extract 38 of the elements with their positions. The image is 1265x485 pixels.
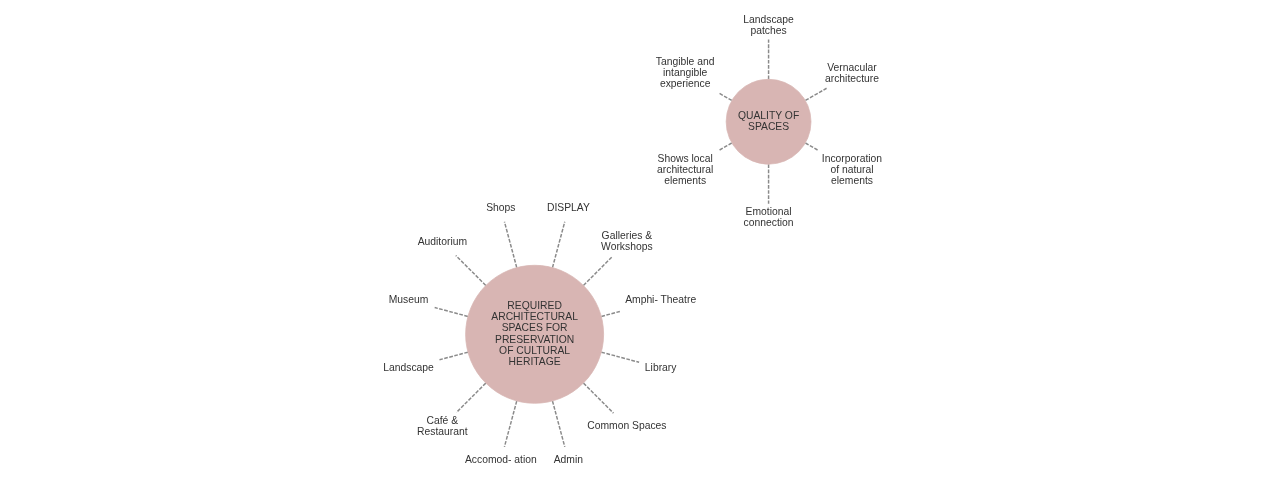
node-text: Amphi- Theatre [625, 294, 697, 306]
node-circle: QUALITY OF SPACES [725, 78, 812, 165]
node-text: Library [644, 361, 677, 373]
connector [804, 86, 829, 102]
node-text: Tangible and intangible experience [655, 56, 715, 90]
connector [455, 254, 487, 287]
node-text: DISPLAY [546, 201, 590, 213]
connector [551, 220, 566, 269]
node-text: Auditorium [417, 235, 468, 247]
connector [600, 310, 621, 318]
node-text: Shows local architectural elements [657, 152, 714, 186]
connector [767, 38, 770, 80]
node-text: Admin [553, 454, 584, 466]
node-text: Galleries & Workshops [601, 230, 653, 253]
connector [433, 306, 469, 318]
connector [582, 255, 614, 287]
connector [503, 220, 518, 269]
connector [804, 142, 819, 151]
node-text: Incorporation of natural elements [821, 152, 883, 186]
connector [718, 92, 733, 102]
connector [438, 351, 469, 361]
node-text: Museum [388, 294, 429, 306]
connector [600, 351, 640, 364]
connector [551, 400, 566, 448]
node-circle: REQUIRED ARCHITECTURAL SPACES FOR PRESERVATION OF CULTURAL HERITAGE [465, 264, 604, 404]
connector [503, 400, 518, 448]
connector [582, 382, 615, 414]
node-text: Shops [486, 201, 516, 213]
node-text: Accomod- ation [464, 454, 537, 466]
node-text: Emotional connection [743, 206, 794, 229]
node-text: Landscape patches [743, 13, 794, 36]
connector [455, 382, 487, 414]
connector [767, 163, 770, 205]
node-text: Vernacular architecture [825, 61, 879, 84]
node-text: Landscape [383, 361, 434, 373]
node-text: Café & Restaurant [417, 414, 468, 437]
connector [717, 142, 733, 152]
node-text: Common Spaces [587, 420, 667, 432]
